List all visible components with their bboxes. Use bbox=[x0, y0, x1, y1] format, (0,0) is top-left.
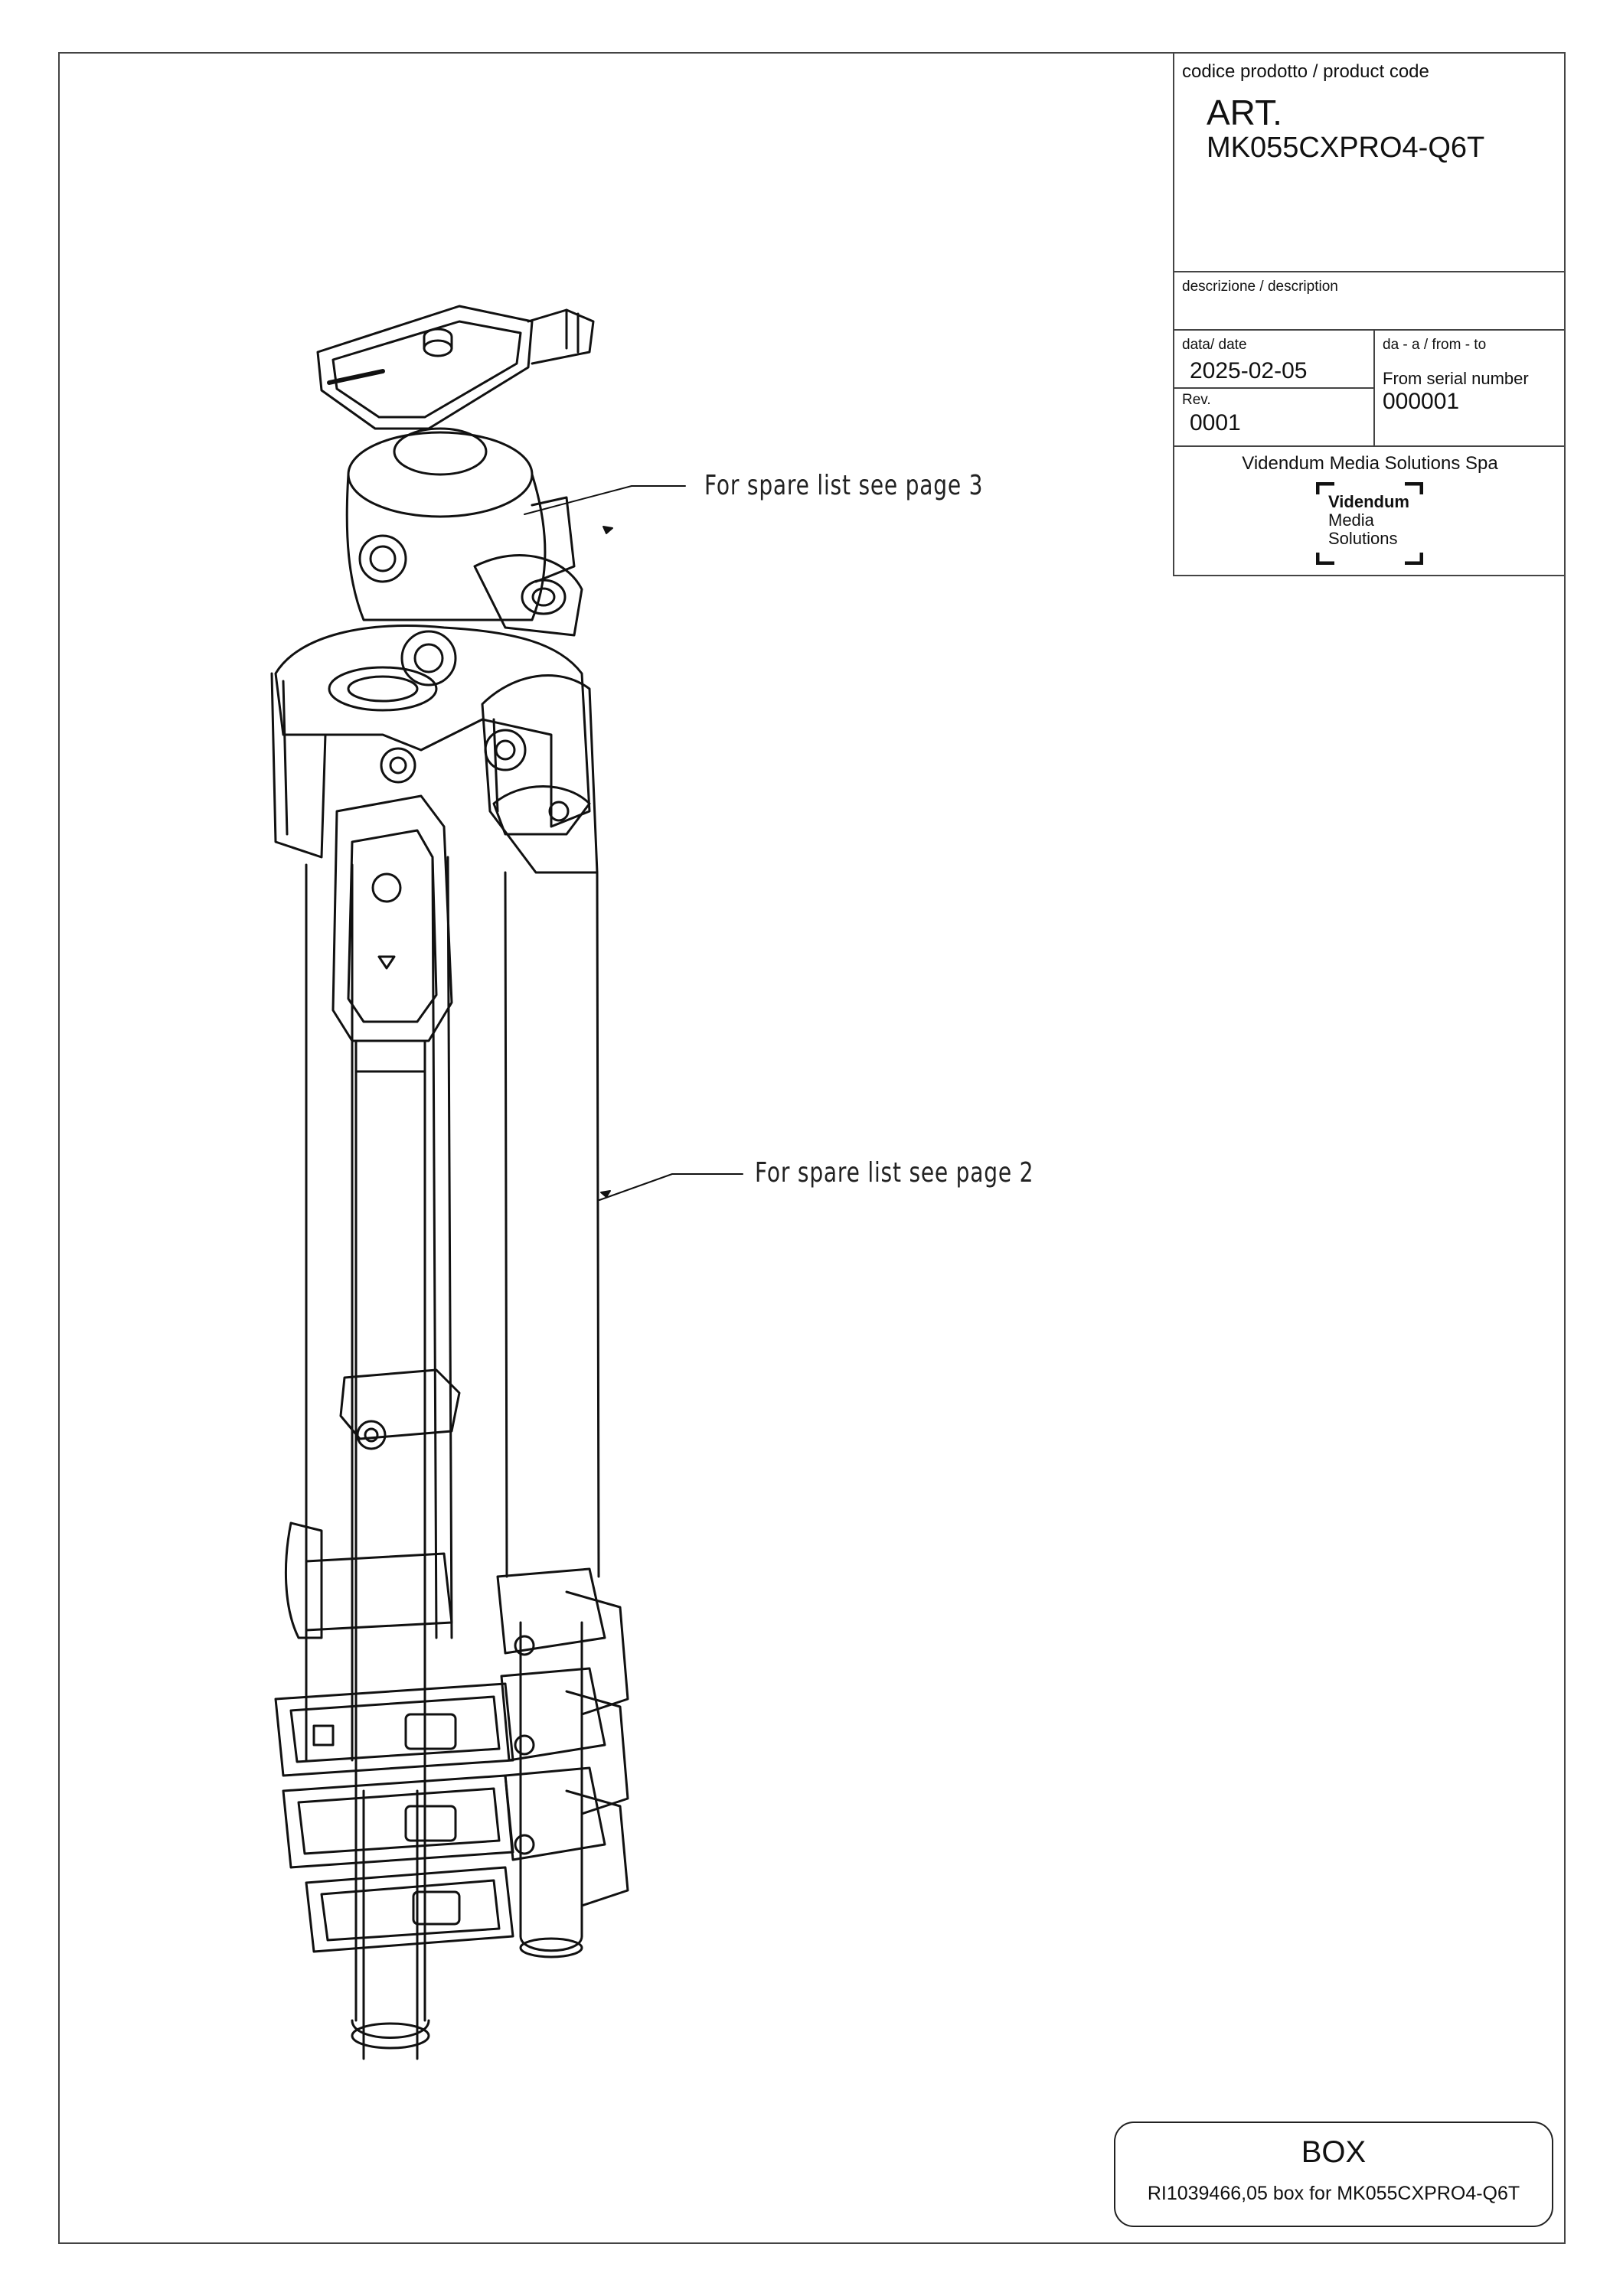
tripod-drawing bbox=[270, 305, 743, 2060]
description-label: descrizione / description bbox=[1182, 279, 1338, 295]
serial-value: 000001 bbox=[1383, 389, 1460, 414]
logo-brackets-icon bbox=[1315, 481, 1424, 566]
videndum-logo: Videndum Media Solutions bbox=[1315, 481, 1424, 566]
logo-line-3: Solutions bbox=[1328, 529, 1398, 548]
tripod-top-casting bbox=[270, 625, 599, 874]
product-code: MK055CXPRO4-Q6T bbox=[1207, 132, 1485, 164]
from-to-label: da - a / from - to bbox=[1383, 337, 1487, 353]
logo-line-2: Media bbox=[1328, 510, 1374, 530]
quick-release-plate bbox=[316, 305, 595, 430]
date-label: data/ date bbox=[1182, 337, 1247, 353]
box-label: BOX RI1039466,05 box for MK055CXPRO4-Q6T bbox=[1114, 2122, 1553, 2227]
date-value: 2025-02-05 bbox=[1190, 358, 1308, 383]
art-prefix: ART. bbox=[1207, 93, 1282, 132]
tripod-legs bbox=[305, 856, 600, 2060]
legs-spare-callout: For spare list see page 2 bbox=[755, 1157, 1034, 1189]
logo-line-1: Videndum bbox=[1328, 492, 1409, 511]
quick-power-locks-left bbox=[274, 1521, 514, 2050]
title-block: codice prodotto / product code ART. MK05… bbox=[1173, 52, 1566, 576]
rev-value: 0001 bbox=[1190, 410, 1241, 435]
box-subtitle: RI1039466,05 box for MK055CXPRO4-Q6T bbox=[1147, 2183, 1520, 2204]
box-title: BOX bbox=[1301, 2135, 1367, 2169]
leader-lines bbox=[524, 485, 743, 1201]
head-spare-callout: For spare list see page 3 bbox=[704, 470, 984, 501]
product-code-label: codice prodotto / product code bbox=[1182, 61, 1429, 82]
leg-collar bbox=[339, 1368, 461, 1450]
drawing-frame bbox=[58, 52, 1566, 2244]
quick-power-locks-right bbox=[496, 1567, 629, 1958]
center-column-lever bbox=[331, 794, 453, 1073]
ball-head bbox=[345, 427, 583, 687]
company-name: Videndum Media Solutions Spa bbox=[1242, 453, 1498, 474]
rev-label: Rev. bbox=[1182, 392, 1211, 408]
from-serial-label: From serial number bbox=[1383, 369, 1529, 388]
